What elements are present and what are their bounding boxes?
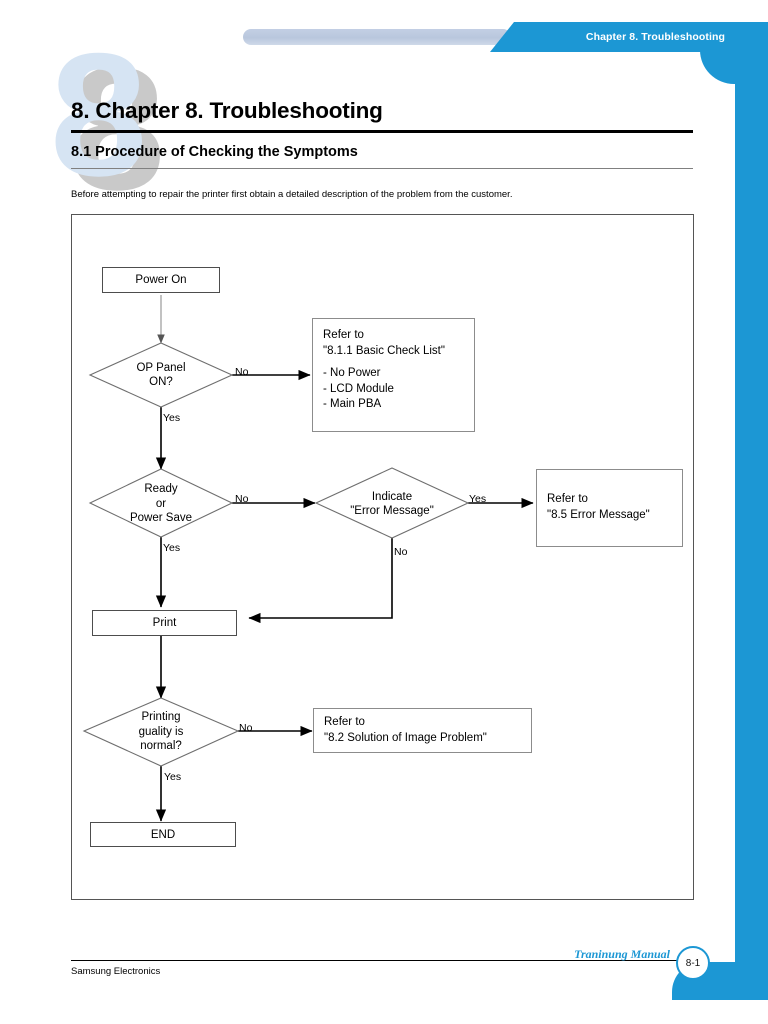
page-title: 8. Chapter 8. Troubleshooting [71, 98, 383, 123]
flowchart-container: Power On OP Panel ON? No Yes Refer to "8… [71, 214, 694, 900]
edge-label-indicate-yes: Yes [469, 493, 487, 505]
flow-ref-basic-check-item3: - Main PBA [323, 398, 382, 411]
flow-ref-error-message: Refer to "8.5 Error Message" [536, 469, 683, 547]
flow-decision-op-panel-line1: OP Panel [136, 361, 186, 374]
header-bar-blue [490, 22, 738, 52]
footer-rule [71, 960, 693, 961]
flow-ref-image-problem-line2: "8.2 Solution of Image Problem" [324, 731, 487, 744]
chapter-title-rule [71, 130, 693, 133]
flow-ref-image-problem: Refer to "8.2 Solution of Image Problem" [313, 708, 532, 753]
footer-page-badge: 8-1 [676, 946, 710, 980]
flow-node-power-on-label: Power On [135, 274, 187, 286]
flow-node-print-label: Print [152, 617, 177, 629]
flow-ref-basic-check-title2: "8.1.1 Basic Check List" [323, 344, 445, 357]
edge-label-quality-yes: Yes [164, 771, 182, 783]
flow-ref-basic-check-item1: - No Power [323, 367, 381, 380]
flow-decision-op-panel-line2: ON? [149, 376, 173, 388]
edge-label-op-panel-no: No [235, 366, 249, 378]
footer-company: Samsung Electronics [71, 966, 161, 977]
flow-decision-quality-line1: Printing [141, 711, 181, 724]
flow-decision-quality-line2: guality is [138, 725, 184, 738]
flow-ref-image-problem-line1: Refer to [324, 715, 365, 728]
flow-decision-print-quality: Printing guality is normal? [98, 708, 224, 756]
flow-decision-ready-line1: Ready [144, 483, 178, 496]
flow-node-print: Print [92, 610, 237, 636]
flow-decision-op-panel: OP Panel ON? [101, 355, 221, 395]
edge-label-ready-no: No [235, 493, 249, 505]
edge-label-quality-no: No [239, 722, 253, 734]
section-title: 8.1 Procedure of Checking the Symptoms [71, 144, 358, 160]
header-bar-light [243, 29, 511, 45]
flow-decision-indicate-line1: Indicate [371, 490, 413, 503]
flow-decision-ready-line2: or [155, 497, 167, 510]
section-title-rule [71, 168, 693, 169]
header-chapter-label: Chapter 8. Troubleshooting [585, 31, 725, 43]
flow-ref-error-message-line1: Refer to [547, 493, 588, 506]
edge-label-ready-yes: Yes [163, 542, 181, 554]
edge-label-op-panel-yes: Yes [163, 412, 181, 424]
flow-ref-basic-check-list: Refer to "8.1.1 Basic Check List" - No P… [312, 318, 475, 432]
flow-node-end-label: END [150, 828, 176, 841]
flow-ref-basic-check-item2: - LCD Module [323, 382, 394, 395]
flow-decision-quality-line3: normal? [140, 740, 182, 753]
flow-ref-basic-check-title1: Refer to [323, 329, 364, 341]
flow-decision-ready-line3: Power Save [129, 512, 192, 525]
intro-paragraph: Before attempting to repair the printer … [71, 189, 513, 200]
flow-decision-ready-power-save: Ready or Power Save [94, 481, 228, 527]
page-edge-blue-rail [735, 22, 768, 1000]
flow-node-end: END [90, 822, 236, 847]
footer-manual-label: Traninung Manual [574, 947, 670, 961]
flow-node-power-on: Power On [102, 267, 220, 293]
flowchart-connectors [82, 295, 534, 822]
edge-label-indicate-no: No [394, 546, 408, 558]
flow-decision-indicate-error: Indicate "Error Message" [319, 483, 465, 525]
flow-decision-indicate-line2: "Error Message" [350, 505, 434, 517]
flow-ref-error-message-line2: "8.5 Error Message" [547, 509, 650, 521]
